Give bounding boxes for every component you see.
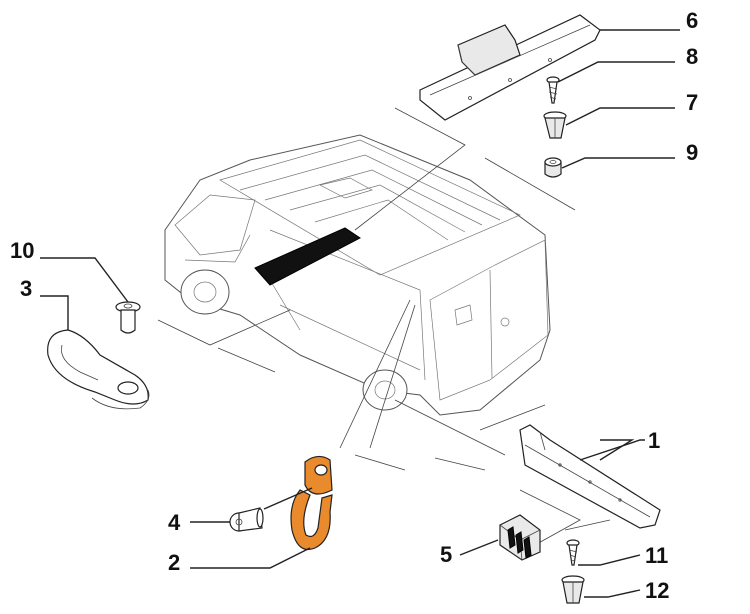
part-4-screw — [229, 507, 264, 532]
callout-7: 7 — [686, 90, 699, 115]
callout-12: 12 — [645, 578, 670, 603]
part-10-stud — [115, 301, 141, 334]
part-2-tie-down-highlighted — [290, 455, 333, 551]
callout-6: 6 — [686, 8, 699, 33]
callout-4: 4 — [168, 510, 181, 535]
section-lines — [157, 107, 611, 546]
callout-8: 8 — [686, 44, 699, 69]
callout-1: 1 — [648, 428, 661, 453]
van-illustration — [164, 134, 551, 416]
callout-3: 3 — [20, 276, 33, 301]
part-9-nut — [544, 157, 562, 178]
callout-9: 9 — [686, 140, 699, 165]
callout-11: 11 — [645, 543, 669, 568]
part-3-tie-down — [47, 329, 150, 410]
floor-rail-location — [254, 227, 361, 286]
part-8-screw — [546, 76, 560, 104]
part-5-connector — [499, 514, 541, 561]
leader-lines — [40, 29, 680, 598]
part-12-clip — [561, 575, 585, 604]
callout-5: 5 — [440, 542, 453, 567]
part-11-screw — [566, 539, 580, 566]
part-7-clip — [543, 111, 567, 139]
callout-10: 10 — [10, 238, 35, 263]
part-1-rail — [519, 424, 661, 529]
callout-2: 2 — [168, 550, 181, 575]
part-6-rail — [419, 14, 601, 121]
